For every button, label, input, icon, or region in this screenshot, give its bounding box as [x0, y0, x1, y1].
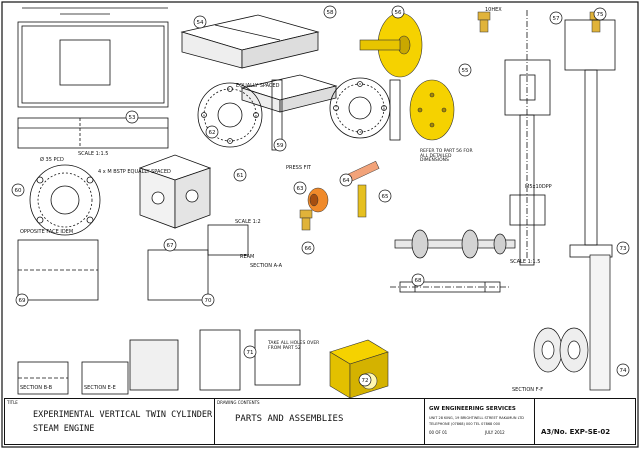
part-number-label: 54 — [197, 20, 204, 26]
part-balloon — [378, 189, 392, 203]
part-balloon — [11, 183, 25, 197]
address-line-2: TELEPHONE (07868) 000 TEL 07868 000 — [429, 422, 501, 426]
part-number-label: 61 — [237, 173, 244, 179]
part-number-label: 74 — [620, 368, 627, 374]
part-balloon — [15, 293, 29, 307]
part-iso-block — [180, 14, 320, 69]
part-number-label: 59 — [277, 143, 284, 149]
part-number-label: 69 — [19, 298, 26, 304]
part-balloon — [301, 241, 315, 255]
part-balloon — [193, 15, 207, 29]
address-line-1: UNIT 28 KING, 19 BRIGHTWELL STREET RAKAM… — [429, 416, 524, 420]
section-a-a-label: SECTION A-A — [250, 263, 283, 269]
holes-note: 4 x M BSTP EQUALLY SPACED — [98, 169, 171, 175]
part-block-top-left — [17, 7, 169, 149]
scale-note-1: SCALE 1:1.5 — [78, 151, 109, 157]
part-number-label: 67 — [167, 243, 174, 249]
part-number-label: 60 — [15, 188, 22, 194]
part-balloon — [125, 110, 139, 124]
part-balloon — [339, 173, 353, 187]
yellow-box-part — [329, 339, 389, 399]
part-number-label: 64 — [343, 178, 350, 184]
iso-cylinder-block — [138, 154, 212, 229]
company-cell: GW ENGINEERING SERVICES UNIT 28 KING, 19… — [425, 399, 535, 444]
part-balloon — [205, 125, 219, 139]
part-balloon — [358, 373, 372, 387]
part-iso-block-2 — [240, 74, 338, 113]
yellow-flange-assembly — [359, 12, 455, 141]
part-number-label: 62 — [209, 130, 216, 136]
drawing-contents: PARTS AND ASSEMBLIES — [235, 414, 344, 424]
m5-note: M5x10DPP — [525, 184, 552, 190]
shaft-drawing — [390, 281, 510, 293]
colored-parts — [307, 160, 380, 213]
part-number-label: 66 — [305, 246, 312, 252]
roller-parts — [533, 254, 611, 391]
pcd-note: Ø 35 PCD — [40, 157, 64, 163]
part-balloon — [233, 168, 247, 182]
sheet-of: 00 OF 01 — [429, 430, 448, 435]
part-balloon — [163, 238, 177, 252]
refer-note: REFER TO PART 56 FOR ALL DETAILED DIMENS… — [420, 149, 473, 163]
part-balloon — [593, 7, 607, 21]
part-balloon — [201, 293, 215, 307]
take-all-note: TAKE ALL HOLES OVER FROM PART 52 — [268, 341, 320, 351]
cylinder-block-left — [17, 164, 101, 301]
part-number-balloons: 53 54 55 56 57 58 59 60 61 62 63 64 65 66 67 68 69 70 71 72… — [11, 5, 630, 387]
part-balloon — [391, 5, 405, 19]
scale-note-2: SCALE 1:2 — [235, 219, 261, 225]
part-number-label: 75 — [597, 12, 604, 18]
crankshaft — [394, 229, 516, 259]
section-e-e-label: SECTION E-E — [84, 385, 116, 391]
part-number-label: 55 — [462, 68, 469, 74]
part-number-label: 53 — [129, 115, 136, 121]
press-fit-note: PRESS FIT — [286, 165, 311, 171]
company-name: GW ENGINEERING SERVICES — [429, 406, 516, 412]
part-number-label: 65 — [382, 194, 389, 200]
part-number-label: 73 — [620, 246, 627, 252]
part-number-label: 57 — [553, 16, 560, 22]
section-b-b-label: SECTION B-B — [20, 385, 53, 391]
part-balloon — [549, 11, 563, 25]
part-balloon — [323, 5, 337, 19]
part-balloon — [411, 273, 425, 287]
section-drawings — [17, 224, 301, 395]
contents-label: DRAWING CONTENTS — [217, 400, 260, 405]
section-f-f-label: SECTION F-F — [512, 387, 544, 393]
title-cell: TITLE EXPERIMENTAL VERTICAL TWIN CYLINDE… — [5, 399, 215, 444]
part-balloon — [293, 181, 307, 195]
title-label: TITLE — [7, 400, 18, 405]
contents-cell: DRAWING CONTENTS PARTS AND ASSEMBLIES — [215, 399, 425, 444]
date: JULY 2012 — [485, 430, 505, 435]
part-number-label: 72 — [362, 378, 369, 384]
part-balloon — [273, 138, 287, 152]
part-balloon — [243, 345, 257, 359]
title-line-1: EXPERIMENTAL VERTICAL TWIN CYLINDER — [33, 410, 213, 420]
opposite-face-note: OPPOSITE FACE IDEM — [20, 229, 74, 235]
part-number-label: 68 — [415, 278, 422, 284]
ream-note: REAM — [240, 254, 255, 260]
part-number-label: 63 — [297, 186, 304, 192]
title-block: TITLE EXPERIMENTAL VERTICAL TWIN CYLINDE… — [4, 398, 636, 445]
hex-note: 10HEX — [485, 7, 502, 13]
sheet-number-cell: A3/No. EXP-SE-02 — [535, 399, 635, 444]
part-number-label: 70 — [205, 298, 212, 304]
part-number-label: 56 — [395, 10, 402, 16]
scale-note-3: SCALE 1:1.5 — [510, 259, 541, 265]
frame-column-right — [504, 10, 616, 266]
part-number-label: 58 — [327, 10, 334, 16]
part-balloon — [616, 241, 630, 255]
title-line-2: STEAM ENGINE — [33, 424, 95, 434]
part-number-label: 71 — [247, 350, 254, 356]
equally-spaced-note: EQUALLY SPACED — [236, 83, 280, 89]
part-balloon — [616, 363, 630, 377]
sheet-number: A3/No. EXP-SE-02 — [541, 428, 611, 436]
flange-drawings — [197, 77, 401, 151]
part-balloon — [458, 63, 472, 77]
